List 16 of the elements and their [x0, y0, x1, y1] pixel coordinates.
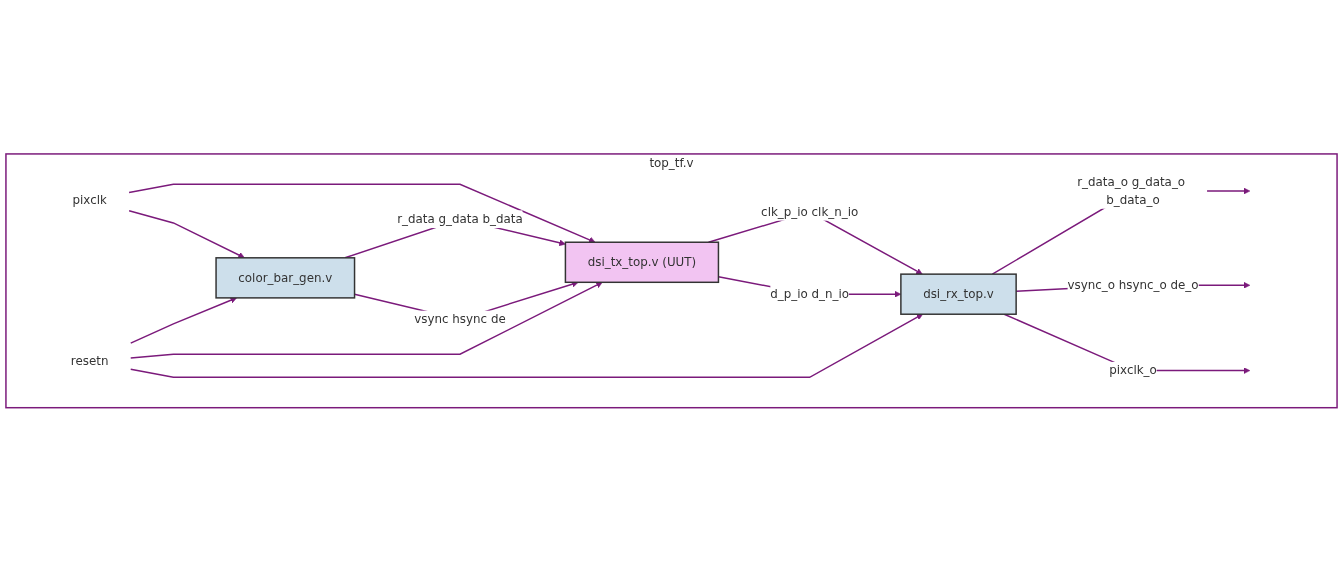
edge-label: r_data g_data b_data: [397, 211, 523, 227]
arrow: [130, 314, 923, 379]
arrow: [128, 210, 245, 259]
edge-label: r_data_o g_data_o b_data_o: [1077, 174, 1186, 207]
arrow: [128, 183, 596, 244]
node-box: dsi_tx_top.v (UUT): [564, 241, 720, 284]
edge-label: vsync_o hsync_o de_o: [1067, 278, 1199, 293]
node-text: resetn: [70, 354, 109, 369]
node-box: color_bar_gen.v: [215, 257, 356, 299]
edge-label: clk_p_io clk_n_io: [761, 204, 859, 219]
arrow: [130, 297, 237, 345]
edge-label: pixclk_o: [1109, 363, 1157, 378]
edge-label: d_p_io d_n_io: [770, 286, 850, 302]
node-text: pixclk: [72, 192, 107, 207]
node-box: dsi_rx_top.v: [900, 273, 1017, 316]
edge-label: vsync hsync de: [414, 312, 506, 327]
